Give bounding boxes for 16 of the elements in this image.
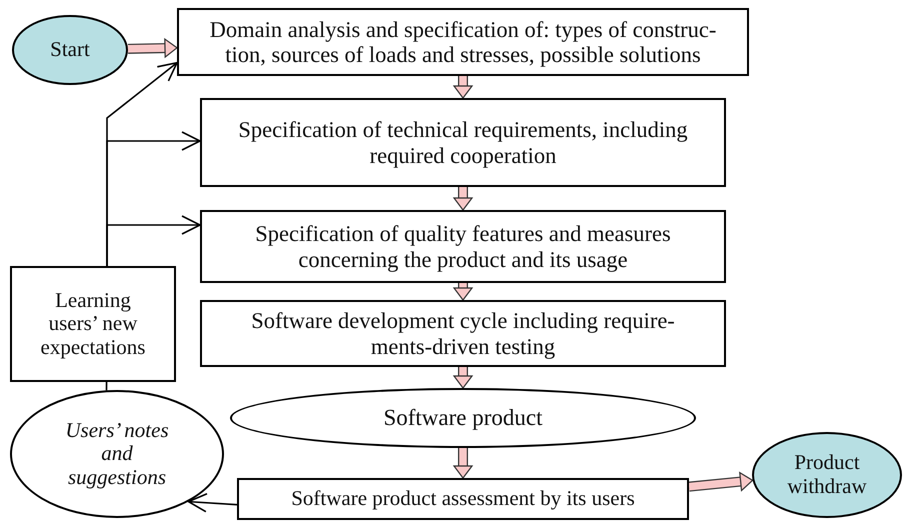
- node-text: Product withdraw: [786, 451, 868, 499]
- node-text: Specification of technical requirements, including required cooperation: [237, 117, 689, 168]
- node-text: Start: [50, 38, 90, 62]
- node-text: Software development cycle including require- ments-driven testing: [250, 308, 676, 359]
- process-box: [200, 300, 726, 367]
- process-box: [200, 98, 726, 187]
- process-box: [10, 266, 176, 382]
- node-text: Domain analysis and specification of: types of construc- tion, sources of loads and stresses, possible solutions: [208, 16, 718, 68]
- node-text: Learning users’ new expectations: [40, 288, 146, 360]
- node-text: Users’ notes and suggestions: [64, 418, 170, 490]
- node-text: Software product assessment by its users: [291, 487, 635, 511]
- process-box: [177, 8, 749, 76]
- process-box: [237, 478, 689, 520]
- process-box: [200, 210, 726, 283]
- node-text: Software product: [383, 405, 543, 431]
- node-text: Specification of quality features and measures concerning the product and its usage: [254, 221, 672, 272]
